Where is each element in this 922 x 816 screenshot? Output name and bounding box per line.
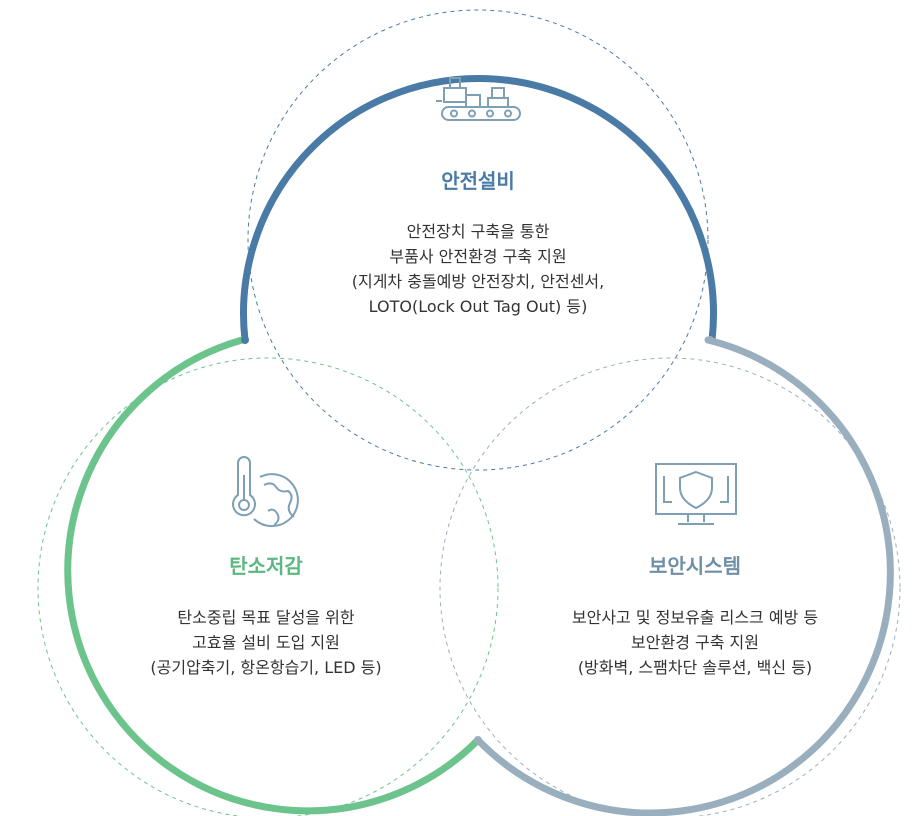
top-inner-dashed-circle: [247, 9, 709, 471]
carbon-title: 탄소저감: [229, 554, 303, 578]
safety-section: 안전설비 안전장치 구축을 통한 부품사 안전환경 구축 지원 (지게차 충돌예…: [278, 165, 678, 319]
security-line-1: 보안사고 및 정보유출 리스크 예방 등: [571, 608, 819, 627]
safety-title: 안전설비: [441, 169, 515, 193]
top-arc-dot-right: [706, 336, 714, 344]
thermometer-globe-icon: [232, 456, 299, 528]
safety-line-4: LOTO(Lock Out Tag Out) 등): [368, 297, 588, 316]
carbon-line-3: (공기압축기, 항온항습기, LED 등): [150, 658, 382, 677]
security-line-2: 보안환경 구축 지원: [631, 633, 759, 652]
security-title: 보안시스템: [649, 554, 741, 578]
right-outer-arc: [474, 336, 894, 816]
carbon-line-1: 탄소중립 목표 달성을 위한: [177, 608, 355, 627]
top-outer-arc: [240, 74, 717, 344]
left-outer-arc: [64, 336, 482, 815]
carbon-line-2: 고효율 설비 도입 지원: [192, 633, 340, 652]
conveyor-factory-icon: [436, 77, 521, 121]
bottom-arc-dot: [474, 736, 482, 744]
carbon-section: 탄소저감 탄소중립 목표 달성을 위한 고효율 설비 도입 지원 (공기압축기,…: [66, 550, 466, 680]
left-inner-dashed-circle: [37, 357, 499, 816]
safety-line-3: (지게차 충돌예방 안전장치, 안전센서,: [351, 272, 605, 291]
top-arc-dot-left: [241, 336, 249, 344]
safety-line-2: 부품사 안전환경 구축 지원: [389, 247, 567, 266]
monitor-shield-icon: [655, 463, 737, 525]
safety-line-1: 안전장치 구축을 통한: [406, 222, 550, 241]
security-line-3: (방화벽, 스팸차단 솔루션, 백신 등): [577, 658, 813, 677]
right-inner-dashed-circle: [439, 357, 901, 816]
security-section: 보안시스템 보안사고 및 정보유출 리스크 예방 등 보안환경 구축 지원 (방…: [495, 550, 895, 680]
